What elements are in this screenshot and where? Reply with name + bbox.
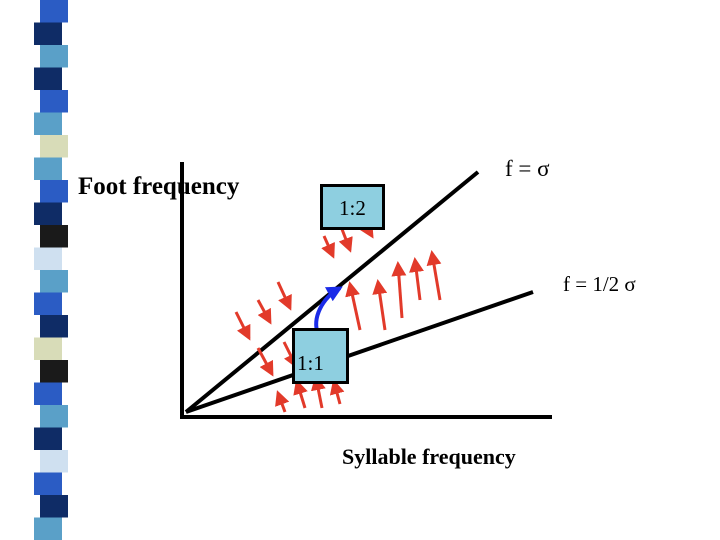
- stripe-cell: [40, 495, 68, 518]
- force-arrow: [372, 279, 388, 331]
- force-arrow: [275, 390, 290, 413]
- stripe-cell: [40, 270, 68, 293]
- force-arrow: [234, 311, 251, 341]
- stripe-cell: [34, 382, 62, 405]
- line-f-half-sigma-label: f = 1/2 σ: [563, 272, 636, 296]
- stripe-cell: [40, 405, 68, 428]
- force-arrow: [409, 257, 424, 301]
- force-arrow: [276, 281, 292, 311]
- force-arrow: [329, 379, 345, 405]
- stripe-cell: [40, 360, 68, 383]
- stripe-cell: [40, 180, 68, 203]
- stripe-cell: [34, 337, 62, 360]
- force-arrow: [256, 299, 272, 325]
- stripe-cell: [34, 292, 62, 315]
- x-axis-label: Syllable frequency: [342, 444, 516, 469]
- force-arrow: [256, 347, 274, 377]
- ratio-box-1-1-label: 1:1: [297, 351, 324, 375]
- stripe-cell: [34, 22, 62, 45]
- decorative-stripe: [34, 0, 68, 540]
- force-arrow: [293, 379, 308, 409]
- ratio-box-1-1: 1:1: [292, 328, 349, 384]
- force-arrow: [426, 250, 442, 301]
- stripe-cell: [34, 517, 62, 540]
- force-arrow: [345, 281, 362, 331]
- stripe-cell: [34, 112, 62, 135]
- ratio-box-1-2-label: 1:2: [339, 196, 366, 220]
- stripe-cell: [34, 472, 62, 495]
- line-f-sigma-label: f = σ: [505, 156, 550, 181]
- stripe-cell: [40, 0, 68, 23]
- force-arrow: [321, 235, 335, 259]
- stripe-cell: [34, 202, 62, 225]
- stripe-cell: [40, 45, 68, 68]
- line-f-equals-half-sigma: [185, 290, 534, 414]
- stripe-cell: [40, 90, 68, 113]
- force-arrow: [391, 261, 407, 319]
- stripe-cell: [34, 427, 62, 450]
- y-axis-label: Foot frequency: [78, 173, 240, 200]
- stripe-cell: [34, 247, 62, 270]
- stripe-cell: [40, 450, 68, 473]
- stripe-cell: [40, 225, 68, 248]
- stripe-cell: [34, 67, 62, 90]
- stripe-cell: [34, 157, 62, 180]
- ratio-box-1-2: 1:2: [320, 184, 385, 230]
- stripe-cell: [40, 135, 68, 158]
- stripe-cell: [40, 315, 68, 338]
